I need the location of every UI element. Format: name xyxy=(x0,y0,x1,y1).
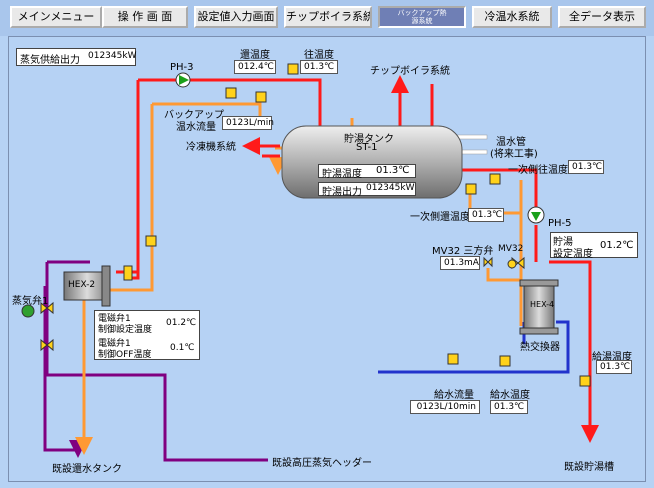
tank-temp-label: 貯湯温度 xyxy=(322,169,362,180)
hot-supply-temp-label: 給湯温度 xyxy=(592,352,632,363)
hex4-icon xyxy=(519,279,559,335)
storage-setpoint-value: 01.2℃ xyxy=(600,240,634,251)
steam-valve-icon xyxy=(21,301,54,352)
heat-exchanger-label: 熱交換器 xyxy=(520,342,560,353)
storage-tank xyxy=(281,125,463,199)
nav-bar: メインメニュー 操 作 画 面 設定値入力画面 チップボイラ系統 バックアップ熱… xyxy=(0,0,654,36)
hot-supply-temp-value: 01.3℃ xyxy=(596,360,632,374)
primary-return-temp-label: 一次側還温度 xyxy=(410,212,470,223)
chip-boiler-button[interactable]: チップボイラ系統 xyxy=(284,6,372,28)
water-temp-value: 01.3℃ xyxy=(490,400,528,414)
pump-ph5-label: PH-5 xyxy=(548,218,572,229)
steam-output-label: 蒸気供給出力 xyxy=(20,55,80,66)
solenoid-off-label2: 制御OFF温度 xyxy=(98,350,152,360)
return-temp-value: 012.4℃ xyxy=(234,60,276,74)
backup-heat-button-line1: バックアップ熱 xyxy=(397,9,447,17)
solenoid-setpoint-label1: 電磁弁1 xyxy=(98,314,131,324)
tank-output-value: 012345kW xyxy=(366,183,415,193)
chip-boiler-line-label: チップボイラ系統 xyxy=(370,66,450,77)
solenoid-off-value: 0.1℃ xyxy=(170,343,195,353)
warm-pipe-label1: 温水管 xyxy=(496,137,526,148)
return-temp-label: 還温度 xyxy=(240,50,270,61)
hex4-label: HEX-4 xyxy=(530,300,555,309)
backup-flow-value: 0123L/min xyxy=(222,116,274,130)
diagram-panel xyxy=(8,36,646,482)
steam-output-value: 012345kW xyxy=(88,51,137,61)
backup-heat-button[interactable]: バックアップ熱 源系統 xyxy=(378,6,466,28)
solenoid-box xyxy=(94,310,200,360)
existing-storage-tank-label: 既設貯湯槽 xyxy=(564,462,614,473)
tank-output-label: 貯湯出力 xyxy=(322,187,362,198)
mv32-label: MV32 三方弁 xyxy=(432,246,494,257)
all-data-button[interactable]: 全データ表示 xyxy=(558,6,646,28)
existing-return-tank-label: 既設還水タンク xyxy=(52,464,122,475)
three-way-valve-icon xyxy=(483,256,525,270)
solenoid-setpoint-value: 01.2℃ xyxy=(166,318,197,328)
pump-ph3-label: PH-3 xyxy=(170,62,194,73)
tank-temp-value: 01.3℃ xyxy=(376,165,410,176)
backup-heat-button-line2: 源系統 xyxy=(411,17,433,25)
warm-pipe-label2: (将来工事) xyxy=(490,149,538,160)
solenoid-off-label1: 電磁弁1 xyxy=(98,339,131,349)
tank-output-box xyxy=(318,182,416,196)
chiller-line-label: 冷凍機系統 xyxy=(186,142,236,153)
tank-title2: ST-1 xyxy=(356,142,378,153)
hex2-icon xyxy=(63,265,111,307)
main-menu-button[interactable]: メインメニュー xyxy=(10,6,102,28)
storage-setpoint-label2: 設定温度 xyxy=(553,249,593,260)
mv32-value: 01.3mA xyxy=(440,256,480,270)
chiller-pipes xyxy=(242,137,280,158)
tank-title1: 貯湯タンク xyxy=(344,134,394,145)
supply-temp-value: 01.3℃ xyxy=(300,60,338,74)
mv32-short-label: MV32 xyxy=(498,244,524,254)
backup-flow-label1: バックアップ xyxy=(164,110,224,121)
primary-supply-temp-value: 01.3℃ xyxy=(568,160,604,174)
setpoint-input-button[interactable]: 設定値入力画面 xyxy=(194,6,278,28)
tank-temp-box xyxy=(318,164,416,178)
existing-steam-header-label: 既設高圧蒸気ヘッダー xyxy=(272,458,372,469)
hot-cold-water-button[interactable]: 冷温水系統 xyxy=(472,6,552,28)
storage-setpoint-label1: 貯湯 xyxy=(553,237,573,248)
solenoid-setpoint-label2: 制御設定温度 xyxy=(98,325,153,335)
pump-ph3-icon xyxy=(175,72,191,88)
backup-flow-label2: 温水流量 xyxy=(176,122,216,133)
sensor-icons xyxy=(123,63,591,387)
storage-setpoint-box xyxy=(550,232,638,258)
primary-return-temp-value: 01.3℃ xyxy=(468,208,504,222)
steam-output-box xyxy=(16,48,136,66)
pump-ph5-icon xyxy=(527,206,545,224)
primary-supply-temp-label: 一次側往温度 xyxy=(508,165,568,176)
water-flow-value: 0123L/10min xyxy=(410,400,480,414)
operation-screen-button[interactable]: 操 作 画 面 xyxy=(102,6,188,28)
supply-temp-label: 往温度 xyxy=(304,50,334,61)
steam-valve-label: 蒸気弁1 xyxy=(12,296,49,307)
hex2-label: HEX-2 xyxy=(68,280,96,290)
water-flow-label: 給水流量 xyxy=(434,390,474,401)
water-temp-label: 給水温度 xyxy=(490,390,530,401)
